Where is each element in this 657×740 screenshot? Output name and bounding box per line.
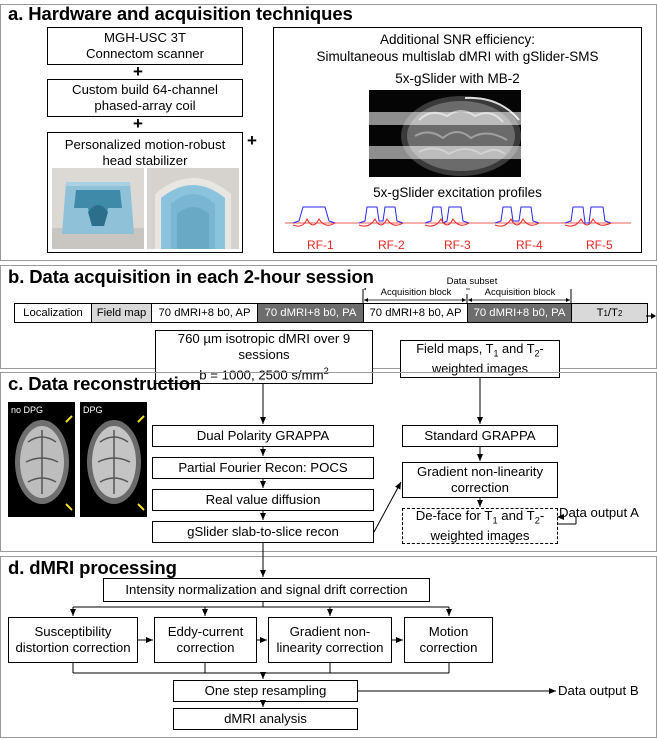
sms-panel xyxy=(273,27,642,253)
dmri-unit-sup: 2 xyxy=(323,365,329,376)
deface-line-1: De-face for T1 and T2- xyxy=(416,508,545,529)
step-partial-fourier: Partial Fourier Recon: POCS xyxy=(152,457,374,479)
panel-a-title: a. Hardware and acquisition techniques xyxy=(8,3,353,24)
sms-title: Additional SNR efficiency: Simultaneous … xyxy=(273,31,642,65)
acq-block-label-1: Acquisition block xyxy=(366,287,466,298)
fm-b: and T xyxy=(498,340,535,356)
step-gslider-recon: gSlider slab-to-slice recon xyxy=(152,521,374,543)
step-deface: De-face for T1 and T2- weighted images xyxy=(402,508,558,544)
rf-label-3: RF-3 xyxy=(444,238,471,252)
brain-dpg-image xyxy=(80,402,147,517)
sms-title-line-1: Additional SNR efficiency: xyxy=(379,32,536,47)
coil-line-1: Custom build 64-channel xyxy=(72,82,218,97)
dmri-spec-line-2: sessions xyxy=(238,346,290,362)
motion-line-1: Motion xyxy=(428,624,469,639)
coil-box: Custom build 64-channel phased-array coi… xyxy=(47,79,243,117)
rf-label-1: RF-1 xyxy=(307,238,334,252)
susceptibility-line-1: Susceptibility xyxy=(34,624,112,639)
scanner-box: MGH-USC 3T Connectom scanner xyxy=(47,27,243,65)
rf-label-5: RF-5 xyxy=(586,238,613,252)
deface-c: - xyxy=(539,507,545,523)
timeline-arrow xyxy=(646,308,656,319)
dmri-bvalues: b = 1000, 2500 s/mm xyxy=(199,367,324,383)
data-output-b-label: Data output B xyxy=(558,683,639,698)
step-dmri-analysis: dMRI analysis xyxy=(173,708,358,730)
profiles-label: 5x-gSlider excitation profiles xyxy=(373,185,542,200)
stabilizer-photo-front xyxy=(52,168,144,249)
rf-label-2: RF-2 xyxy=(378,238,405,252)
timeline-field-map: Field map xyxy=(92,304,152,322)
t1t2-sub2: 2 xyxy=(617,308,623,318)
step-motion-correction: Motion correction xyxy=(404,617,493,663)
stabilizer-label: Personalized motion-robust head stabiliz… xyxy=(64,137,226,168)
gradient-d-line-1: Gradient non- xyxy=(289,624,371,639)
dpg-label: DPG xyxy=(83,405,103,415)
panel-c-title: c. Data reconstruction xyxy=(8,373,202,394)
step-gradient-nonlinearity-d: Gradient non- linearity correction xyxy=(268,617,392,663)
plus-sign-1: + xyxy=(133,62,143,81)
gradient-nl-line-2: correction xyxy=(451,480,509,495)
step-intensity-normalization: Intensity normalization and signal drift… xyxy=(103,578,430,602)
field-maps-box: Field maps, T1 and T2- weighted images xyxy=(400,340,560,378)
field-maps-line-1: Field maps, T1 and T2- xyxy=(416,341,544,362)
panel-d-title: d. dMRI processing xyxy=(8,557,177,578)
fm-s1: 1 xyxy=(493,348,499,359)
motion-line-2: correction xyxy=(419,640,478,655)
step-eddy-current: Eddy-current correction xyxy=(154,617,257,663)
timeline-dmri-ap-2: 70 dMRI+8 b0, AP xyxy=(364,304,468,322)
step-real-value-diffusion: Real value diffusion xyxy=(152,489,374,511)
dmri-spec-line-1: 760 µm isotropic dMRI over 9 xyxy=(177,330,351,346)
data-output-a-label: Data output A xyxy=(559,505,639,520)
data-subset-label: Data subset xyxy=(446,276,498,287)
deface-s1: 1 xyxy=(492,515,498,526)
deface-s2: 2 xyxy=(534,515,540,526)
brain-slab-image xyxy=(369,90,521,177)
scanner-line-1: MGH-USC 3T xyxy=(103,30,187,45)
fm-a: Field maps, T xyxy=(416,340,494,356)
plus-sign-3: + xyxy=(247,131,257,150)
step-standard-grappa: Standard GRAPPA xyxy=(402,425,558,447)
timeline-dmri-ap-1: 70 dMRI+8 b0, AP xyxy=(152,304,258,322)
timeline-dmri-pa-2: 70 dMRI+8 b0, PA xyxy=(468,304,572,322)
deface-a: De-face for T xyxy=(415,507,493,523)
acq-block-label-2: Acquisition block xyxy=(470,287,570,298)
dmri-spec-line-3: b = 1000, 2500 s/mm2 xyxy=(199,363,328,383)
step-dual-polarity-grappa: Dual Polarity GRAPPA xyxy=(152,425,374,447)
eddy-line-1: Eddy-current xyxy=(167,624,244,639)
brain-no-dpg-image xyxy=(8,402,75,517)
step-susceptibility-correction: Susceptibility distortion correction xyxy=(8,617,138,663)
gradient-d-line-2: linearity correction xyxy=(276,640,384,655)
scanner-line-2: Connectom scanner xyxy=(85,46,205,61)
t1t2-sub1: 1 xyxy=(603,308,608,318)
timeline-localization: Localization xyxy=(15,304,92,322)
session-timeline: Localization Field map 70 dMRI+8 b0, AP … xyxy=(14,303,648,323)
no-dpg-label: no DPG xyxy=(11,405,44,415)
deface-b: and T xyxy=(497,507,535,523)
susceptibility-line-2: distortion correction xyxy=(15,640,131,655)
step-gradient-nonlinearity: Gradient non-linearity correction xyxy=(402,462,558,498)
excitation-profiles xyxy=(285,201,631,235)
fm-s2: 2 xyxy=(534,348,540,359)
coil-line-2: phased-array coil xyxy=(94,98,196,113)
sms-title-line-2: Simultaneous multislab dMRI with gSlider… xyxy=(316,49,599,64)
dmri-spec-box: 760 µm isotropic dMRI over 9 sessions b … xyxy=(155,330,373,384)
rf-label-4: RF-4 xyxy=(516,238,543,252)
stabilizer-photo-inside xyxy=(147,168,239,249)
plus-sign-2: + xyxy=(133,114,143,133)
step-one-step-resampling: One step resampling xyxy=(173,680,358,702)
fm-c: - xyxy=(539,340,544,356)
mb-label: 5x-gSlider with MB-2 xyxy=(395,71,520,86)
deface-line-2: weighted images xyxy=(430,528,530,544)
t1t2-sep: /T xyxy=(607,307,618,319)
timeline-dmri-pa-1: 70 dMRI+8 b0, PA xyxy=(258,304,364,322)
panel-b-title: b. Data acquisition in each 2-hour sessi… xyxy=(8,266,374,287)
gradient-nl-line-1: Gradient non-linearity xyxy=(416,464,544,479)
eddy-line-2: correction xyxy=(176,640,235,655)
t1t2-t: T xyxy=(596,307,604,319)
